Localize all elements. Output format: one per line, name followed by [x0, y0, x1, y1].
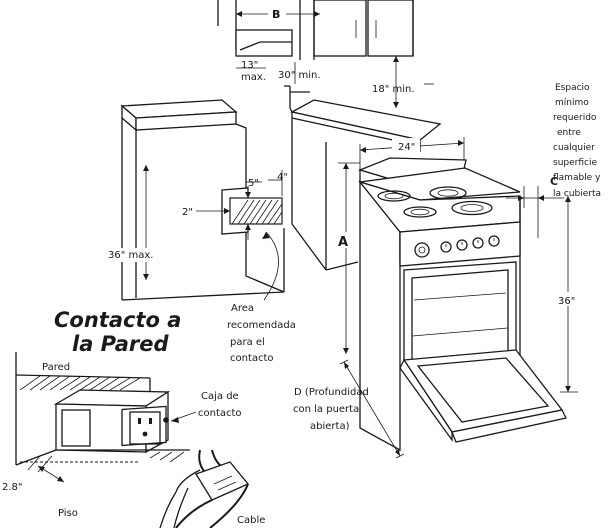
- outlet-area-hatch: [231, 199, 283, 225]
- outlet-area: 5" 4" 2": [182, 170, 288, 301]
- outlet-area-line-3: para el: [230, 337, 265, 348]
- wall-outlet-inset: Contacto a la Pared Pared: [2, 308, 265, 528]
- clearance-line-1: Espacio: [555, 83, 590, 93]
- clearance-line-7: flamable y: [553, 173, 601, 183]
- dimension-d: D (Profundidad con la puerta abierta): [293, 359, 405, 459]
- wall-hatch: [19, 375, 141, 391]
- dimension-24-label: 24": [398, 142, 415, 153]
- outlet-2-label: 2": [182, 207, 193, 218]
- upper-cabinets: [217, 0, 414, 60]
- cable-label: Cable: [237, 515, 265, 526]
- range: [358, 157, 567, 452]
- dimension-30-label: 30" min.: [278, 70, 321, 81]
- clearance-line-6: superficie: [553, 158, 597, 168]
- outlet-box-line-2: contacto: [198, 408, 242, 419]
- outlet-area-callout: Area recomendada para el contacto: [227, 303, 296, 364]
- clearance-line-8: la cubierta: [553, 189, 601, 199]
- dimension-18-min: 18" min.: [372, 56, 434, 108]
- dimension-c: C: [506, 175, 564, 238]
- clearance-line-2: mínimo: [555, 98, 589, 108]
- dimension-18-label: 18" min.: [372, 84, 415, 95]
- dimension-36-right-label: 36": [558, 296, 575, 307]
- outlet-4-label: 4": [277, 172, 288, 183]
- dimension-36-max: 36" max.: [106, 165, 166, 280]
- clearance-line-3: requerido: [553, 113, 597, 123]
- dimension-b-label: B: [272, 8, 280, 21]
- wall-outlet-title-line-2: la Pared: [72, 332, 169, 356]
- right-counter: [284, 85, 442, 271]
- wall-label: Pared: [42, 362, 70, 373]
- dimension-36-right: 36": [554, 196, 584, 393]
- dimension-30-min: 30" min.: [278, 62, 321, 84]
- floor-label: Piso: [58, 508, 78, 519]
- power-cord-plug: [159, 449, 250, 528]
- outlet-5-label: 5": [248, 178, 259, 189]
- clearance-callout: Espacio mínimo requerido entre cualquier…: [553, 83, 601, 199]
- outlet-area-line-2: recomendada: [227, 320, 296, 331]
- floor-2-8-label: 2.8": [2, 482, 23, 493]
- wall-outlet-title-line-1: Contacto a: [54, 308, 181, 332]
- left-counter: [120, 99, 285, 301]
- dimension-d-line-3: abierta): [310, 421, 350, 432]
- outlet-area-line-4: contacto: [230, 353, 274, 364]
- dimension-b: B: [236, 6, 320, 21]
- dimension-24: 24": [359, 137, 465, 172]
- dimension-36-max-label: 36" max.: [108, 250, 153, 261]
- dimension-a: A: [336, 162, 360, 354]
- range-burners: [377, 186, 493, 218]
- clearance-line-4: entre: [557, 128, 581, 138]
- dimension-13-max: 13" max.: [236, 60, 266, 83]
- dimension-13-max-label: max.: [241, 72, 266, 83]
- outlet-area-line-1: Area: [231, 303, 254, 314]
- dimension-c-label: C: [550, 175, 558, 188]
- dimension-13-label: 13": [241, 60, 258, 71]
- dimension-a-label: A: [338, 235, 348, 250]
- clearance-line-5: cualquier: [553, 143, 595, 153]
- range-control-knobs: [414, 235, 500, 258]
- outlet-box-line-1: Caja de: [201, 391, 239, 402]
- dimension-d-line-2: con la puerta: [293, 404, 359, 415]
- dimension-d-line-1: D (Profundidad: [294, 387, 369, 398]
